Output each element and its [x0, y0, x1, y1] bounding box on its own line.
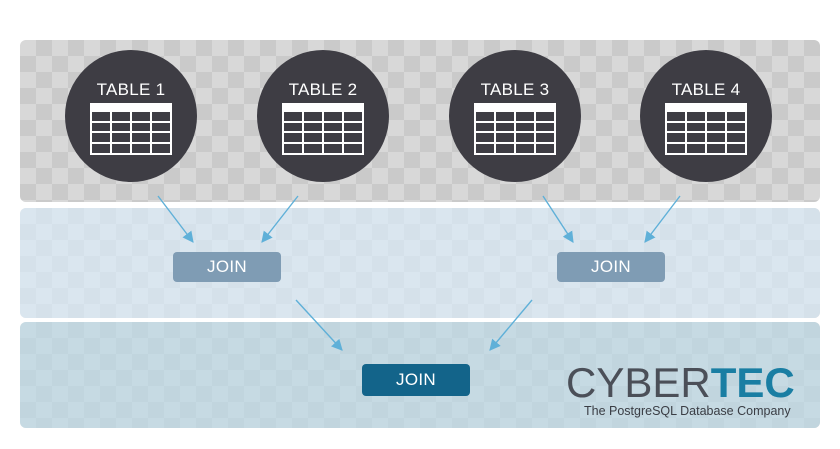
table-grid-icon: [665, 103, 747, 155]
table-label: TABLE 2: [288, 80, 358, 99]
first-join-band: [20, 208, 820, 318]
table-label: TABLE 1: [96, 80, 166, 99]
final-join-band: [20, 322, 820, 428]
arrow-icon: [295, 299, 343, 351]
table-node-4: TABLE 4: [640, 50, 772, 182]
cybertec-logo: CYBERTEC The PostgreSQL Database Company: [566, 362, 814, 422]
arrow-icon: [542, 195, 574, 243]
table-node-3: TABLE 3: [449, 50, 581, 182]
logo-wordmark: CYBERTEC: [566, 362, 795, 404]
arrow-icon: [261, 195, 299, 243]
table-grid-icon: [282, 103, 364, 155]
join-box-final: JOIN: [362, 364, 470, 396]
table-label: TABLE 3: [480, 80, 550, 99]
table-node-2: TABLE 2: [257, 50, 389, 182]
join-box-left: JOIN: [173, 252, 281, 282]
logo-word-tec: TEC: [710, 359, 795, 406]
table-node-1: TABLE 1: [65, 50, 197, 182]
arrow-icon: [157, 195, 194, 243]
join-box-right: JOIN: [557, 252, 665, 282]
arrow-icon: [644, 195, 681, 243]
logo-word-cyber: CYBER: [566, 359, 711, 406]
table-grid-icon: [474, 103, 556, 155]
arrow-icon: [489, 299, 533, 351]
logo-tagline: The PostgreSQL Database Company: [584, 404, 791, 418]
table-label: TABLE 4: [671, 80, 741, 99]
table-grid-icon: [90, 103, 172, 155]
